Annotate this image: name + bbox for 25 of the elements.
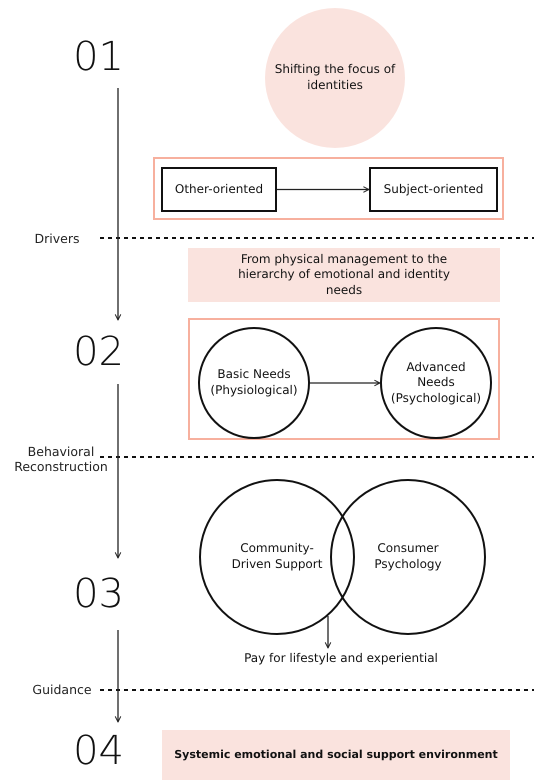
- arrow: [114, 384, 122, 558]
- highlight-band: From physical management to the hierarchy of emotional and identity needs: [188, 248, 500, 302]
- step-number: 03: [76, 558, 124, 630]
- arrow: [114, 630, 122, 722]
- section-label: Drivers: [34, 231, 80, 246]
- caption-text: Pay for lifestyle and experiential: [225, 648, 457, 670]
- need-circle: Basic Needs (Physiological): [198, 327, 310, 439]
- highlight-band: Systemic emotional and social support environment: [162, 730, 510, 780]
- arrow: [114, 88, 122, 320]
- section-label: Guidance: [31, 682, 93, 697]
- step-number: 01: [76, 26, 124, 88]
- arrow: [310, 380, 380, 386]
- arrow: [324, 616, 332, 648]
- venn-circle: Community-Driven Support: [199, 479, 355, 635]
- arrow: [277, 186, 370, 193]
- venn-circle: Consumer Psychology: [330, 479, 486, 635]
- group-frame: [188, 318, 500, 440]
- section-label: Behavioral Reconstruction: [13, 444, 109, 474]
- label-box: Subject-oriented: [369, 167, 498, 212]
- label-box: Other-oriented: [161, 167, 277, 212]
- step-number: 04: [76, 722, 124, 780]
- focus-circle: Shifting the focus of identities: [265, 8, 405, 148]
- group-frame: [153, 157, 504, 220]
- need-circle: Advanced Needs (Psychological): [380, 327, 492, 439]
- step-number: 02: [76, 320, 124, 384]
